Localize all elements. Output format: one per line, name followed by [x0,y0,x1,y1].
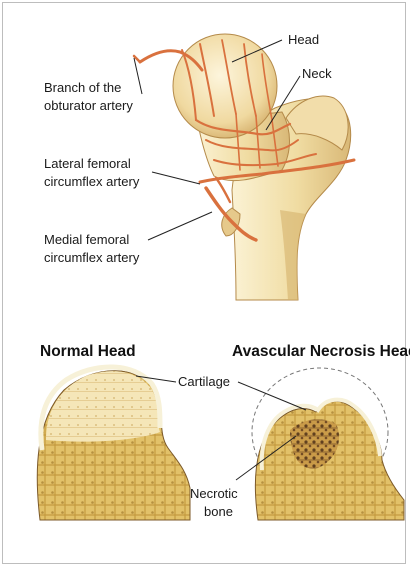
label-necrotic-line1: Necrotic [190,486,238,501]
label-neck: Neck [302,66,332,81]
normal-head-section [37,367,190,520]
label-lateral-line2: circumflex artery [44,174,140,189]
label-lateral-line1: Lateral femoral [44,156,131,171]
heading-normal-head: Normal Head [40,343,136,360]
label-medial-line1: Medial femoral [44,232,129,247]
label-cartilage: Cartilage [178,374,230,389]
label-head: Head [288,32,319,47]
label-medial-line2: circumflex artery [44,250,140,265]
label-obturator-line1: Branch of the [44,80,121,95]
heading-avascular-head: Avascular Necrosis Head [232,343,410,360]
label-obturator-line2: obturator artery [44,98,133,113]
label-necrotic-line2: bone [204,504,233,519]
avascular-head-section [252,368,404,520]
